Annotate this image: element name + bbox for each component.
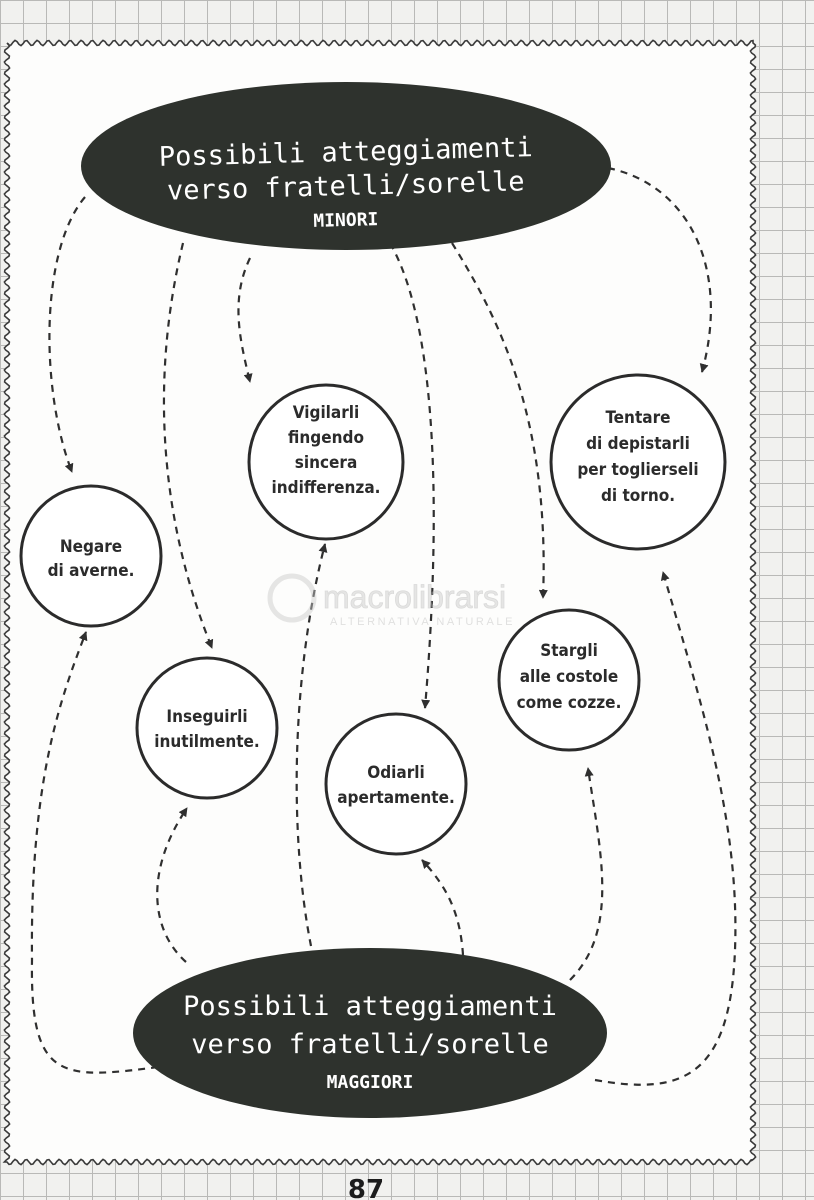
hub-maggiori-line1: Possibili atteggiamenti — [183, 991, 557, 1022]
hub-minori-line3: MINORI — [313, 209, 379, 232]
node-tentare-line2: di depistarli — [586, 434, 690, 454]
watermark-tagline: ALTERNATIVA NATURALE — [330, 616, 515, 628]
node-odiarli-circle — [324, 712, 468, 856]
node-inseguirli-line2: inutilmente. — [154, 732, 260, 752]
arrows — [30, 166, 737, 1086]
node-stargli-line3: come cozze. — [517, 693, 622, 713]
arrow-minori-to-inseguirli — [162, 242, 214, 649]
node-vigilarli-line1: Vigilarli — [293, 403, 360, 423]
node-odiarli-line2: apertamente. — [337, 788, 455, 808]
arrow-maggiori-to-odiarli — [421, 859, 465, 956]
node-vigilarli-line2: fingendo — [288, 428, 364, 448]
watermark: macrolibrarsi ALTERNATIVA NATURALE — [267, 573, 515, 628]
arrow-minori-to-negare — [48, 196, 86, 473]
hub-minori: Possibili atteggiamenti verso fratelli/s… — [81, 82, 611, 250]
node-tentare: Tentare di depistarli per toglierseli di… — [549, 373, 727, 551]
node-vigilarli: Vigilarli fingendo sincera indifferenza. — [247, 383, 405, 541]
node-negare-line1: Negare — [60, 537, 122, 557]
arrow-minori-to-vigilarli — [237, 257, 253, 383]
hub-maggiori-line3: MAGGIORI — [327, 1072, 414, 1093]
node-stargli-line1: Stargli — [540, 641, 598, 661]
node-inseguirli-line1: Inseguirli — [166, 707, 247, 727]
node-tentare-line4: di torno. — [601, 486, 675, 506]
node-tentare-circle — [549, 373, 727, 551]
node-tentare-line3: per toglierseli — [577, 460, 698, 480]
node-inseguirli: Inseguirli inutilmente. — [135, 656, 279, 800]
hub-maggiori-line2: verso fratelli/sorelle — [191, 1029, 549, 1060]
node-stargli-line2: alle costole — [520, 667, 619, 687]
arrow-minori-to-odiarli — [389, 242, 435, 709]
watermark-leaf-icon — [267, 573, 317, 623]
node-stargli: Stargli alle costole come cozze. — [497, 608, 641, 752]
arrow-maggiori-to-inseguirli — [156, 807, 188, 963]
node-inseguirli-circle — [135, 656, 279, 800]
hub-maggiori: Possibili atteggiamenti verso fratelli/s… — [133, 948, 607, 1118]
node-negare: Negare di averne. — [19, 484, 163, 628]
arrow-maggiori-to-negare — [30, 631, 159, 1074]
node-negare-line2: di averne. — [48, 561, 135, 581]
node-vigilarli-line4: indifferenza. — [272, 478, 381, 498]
card-background — [2, 39, 757, 1166]
arrow-minori-to-stargli — [451, 242, 548, 599]
node-vigilarli-circle — [247, 383, 405, 541]
node-odiarli: Odiarli apertamente. — [324, 712, 468, 856]
node-stargli-circle — [497, 608, 641, 752]
watermark-brand: macrolibrarsi — [323, 579, 506, 615]
node-odiarli-line1: Odiarli — [367, 763, 425, 783]
hub-minori-ellipse — [81, 82, 611, 250]
page-number: 87 — [348, 1175, 384, 1200]
node-vigilarli-line3: sincera — [295, 453, 358, 473]
arrow-minori-to-tentare — [607, 166, 712, 373]
node-negare-circle — [19, 484, 163, 628]
hub-maggiori-ellipse — [133, 948, 607, 1118]
node-tentare-line1: Tentare — [606, 408, 671, 428]
